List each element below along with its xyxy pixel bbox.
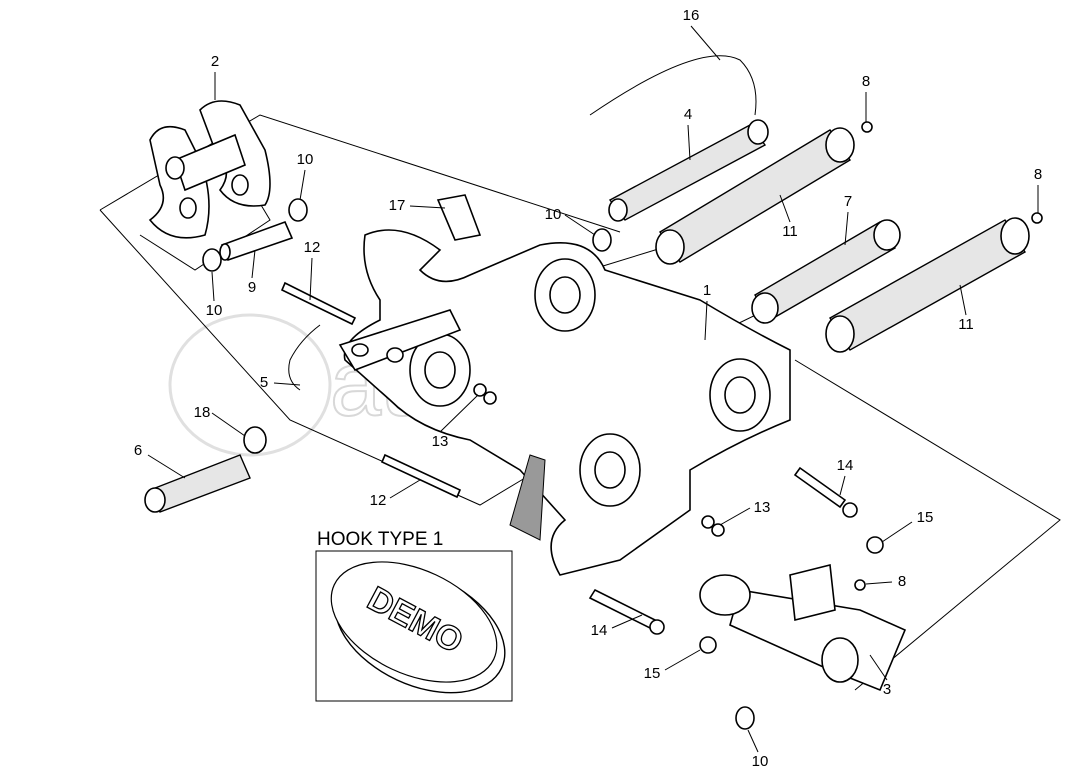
part-17-bracket (436, 194, 482, 241)
callout-labels: 16 2 8 4 10 8 17 10 7 11 12 9 10 1 11 5 … (134, 7, 1042, 770)
callout-14: 14 (591, 622, 608, 639)
o-rings (202, 198, 755, 730)
callout-3: 3 (883, 681, 891, 698)
callout-5: 5 (260, 374, 268, 391)
callout-16: 16 (683, 7, 700, 24)
leader-lines (147, 25, 1039, 753)
part-16-cable (288, 55, 757, 391)
part-9-pin (219, 220, 294, 262)
callout-18: 18 (194, 404, 211, 421)
callout-14: 14 (837, 457, 854, 474)
part-6-pin (144, 454, 251, 513)
part-4-cylinder (608, 119, 769, 222)
callout-12: 12 (304, 239, 321, 256)
callout-15: 15 (917, 509, 934, 526)
callout-10: 10 (752, 753, 769, 770)
callout-10: 10 (545, 206, 562, 223)
part-12-bolts (280, 281, 462, 499)
callout-11: 11 (782, 223, 798, 240)
part-3-hydraulic-cylinder (699, 564, 907, 692)
callout-8: 8 (862, 73, 870, 90)
callout-10: 10 (206, 302, 223, 319)
callout-15: 15 (644, 665, 661, 682)
inset-title: HOOK TYPE 1 (317, 529, 443, 550)
callout-9: 9 (248, 279, 256, 296)
callout-8: 8 (898, 573, 906, 590)
callout-1: 1 (703, 282, 711, 299)
callout-11: 11 (958, 316, 974, 333)
hook-type-inset: HOOK TYPE 1 DEMO (315, 529, 513, 702)
callout-13: 13 (754, 499, 771, 516)
callout-4: 4 (684, 106, 692, 123)
part-11-pin-lower (825, 217, 1030, 353)
fittings (473, 121, 1043, 654)
callout-10: 10 (297, 151, 314, 168)
part-1-coupler-body (338, 229, 791, 576)
callout-8: 8 (1034, 166, 1042, 183)
callout-2: 2 (211, 53, 219, 70)
callout-17: 17 (389, 197, 406, 214)
callout-13: 13 (432, 433, 449, 450)
callout-6: 6 (134, 442, 142, 459)
part-7-pin (751, 219, 901, 324)
callout-7: 7 (844, 193, 852, 210)
part-11-pin-upper (655, 127, 855, 265)
callout-12: 12 (370, 492, 387, 509)
part-2-bracket (148, 100, 271, 239)
